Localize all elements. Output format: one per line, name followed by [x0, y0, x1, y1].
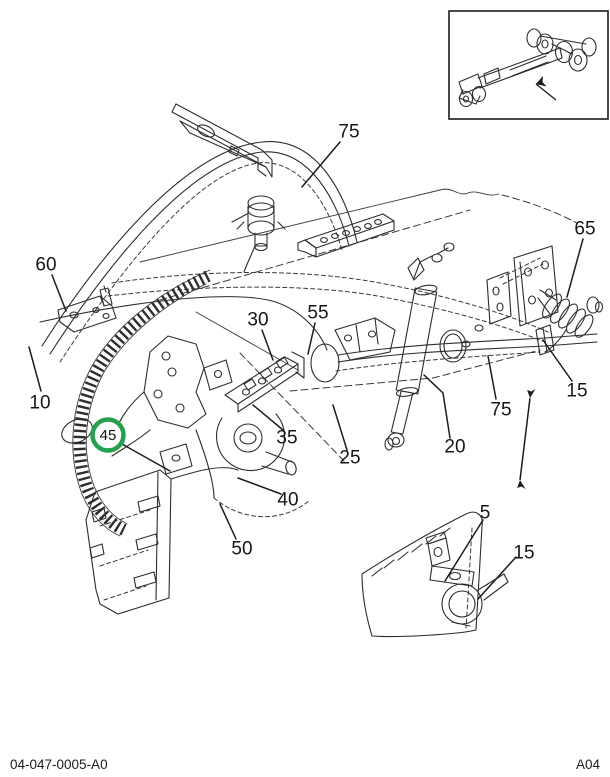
callout-leader-line	[121, 443, 171, 472]
callout-15-bottom[interactable]: 15	[477, 543, 535, 600]
callout-number: 40	[277, 490, 298, 511]
callout-number: 30	[247, 310, 268, 331]
bracket-60	[57, 295, 117, 333]
p-clamp	[441, 573, 509, 627]
right-mounting-plates	[461, 245, 559, 348]
callout-number: 20	[444, 437, 465, 458]
callout-number: 15	[513, 543, 534, 564]
callout-leader-line	[51, 274, 67, 312]
callout-layer: 75 60 10 30 55 65 15 75 20 25 35 40 50 5 15 45	[28, 122, 596, 600]
callout-35[interactable]: 35	[252, 404, 298, 449]
mid-bracket	[334, 317, 396, 361]
callout-40[interactable]: 40	[237, 477, 299, 511]
drilled-manifold-bar	[297, 213, 395, 258]
highlight-ring	[90, 417, 126, 453]
callout-20[interactable]: 20	[423, 374, 466, 458]
fitting-block	[224, 351, 305, 413]
callout-45[interactable]: 45	[90, 417, 171, 472]
guard-plate	[85, 467, 239, 615]
shock-absorber	[384, 242, 455, 451]
hose-loop-and-right-run	[310, 329, 598, 383]
callout-5[interactable]: 5	[444, 503, 491, 582]
callout-number: 75	[338, 122, 359, 143]
callout-leader-line	[237, 477, 282, 495]
drawing-number: 04-047-0005-A0	[10, 757, 108, 772]
frame-section-bottom-right	[361, 511, 483, 638]
callout-25[interactable]: 25	[332, 404, 361, 469]
callout-15-right[interactable]: 15	[542, 339, 588, 402]
truck-chassis-thumbnail	[458, 28, 597, 108]
callout-leader-line	[28, 346, 42, 392]
callout-number: 25	[339, 448, 360, 469]
callout-leader-line	[542, 339, 573, 382]
page-code: A04	[575, 757, 600, 772]
clamp-right	[535, 324, 555, 356]
frame-rail-phantom	[139, 188, 578, 463]
callout-leader-line	[487, 355, 497, 400]
corrugated-conduit	[61, 269, 211, 537]
callout-leader-line	[566, 238, 584, 298]
direction-arrow-icon	[517, 389, 536, 489]
callout-number: 50	[231, 539, 252, 560]
callout-number: 65	[574, 219, 595, 240]
callout-30[interactable]: 30	[247, 310, 274, 361]
callout-number: 5	[480, 503, 491, 524]
callout-leader-line	[332, 404, 348, 451]
hanger-bracket-assembly	[111, 335, 233, 475]
callout-leader-line	[301, 141, 341, 188]
callout-number: 35	[276, 428, 297, 449]
callout-leader-line	[423, 374, 451, 439]
callout-75-top[interactable]: 75	[301, 122, 360, 188]
callout-leader-line	[252, 404, 284, 431]
callout-number: 55	[307, 303, 328, 324]
callout-number: 45	[100, 427, 117, 444]
callout-75-right[interactable]: 75	[487, 355, 512, 421]
callout-number: 75	[490, 400, 511, 421]
callout-10[interactable]: 10	[28, 346, 51, 414]
hose-arc-bundle	[41, 141, 358, 363]
callout-leader-line	[219, 503, 237, 540]
callout-50[interactable]: 50	[219, 503, 253, 560]
callout-leader-line	[307, 322, 316, 355]
callout-leader-line	[444, 519, 484, 582]
hose-clip	[99, 285, 113, 307]
callout-65[interactable]: 65	[566, 219, 596, 298]
height-control-valve	[231, 195, 286, 252]
callout-number: 15	[566, 381, 587, 402]
coiled-hose	[537, 289, 604, 353]
callout-leader-line	[261, 329, 274, 361]
inset-arrow-icon	[535, 76, 557, 101]
l-bracket	[425, 531, 475, 587]
locator-inset	[448, 10, 609, 120]
callout-60[interactable]: 60	[35, 255, 67, 312]
callout-55[interactable]: 55	[307, 303, 329, 355]
callout-number: 60	[35, 255, 56, 276]
axle-stub	[195, 413, 311, 518]
crossmember-beam	[171, 103, 273, 178]
callout-leader-line	[477, 556, 517, 600]
callout-number: 10	[29, 393, 50, 414]
